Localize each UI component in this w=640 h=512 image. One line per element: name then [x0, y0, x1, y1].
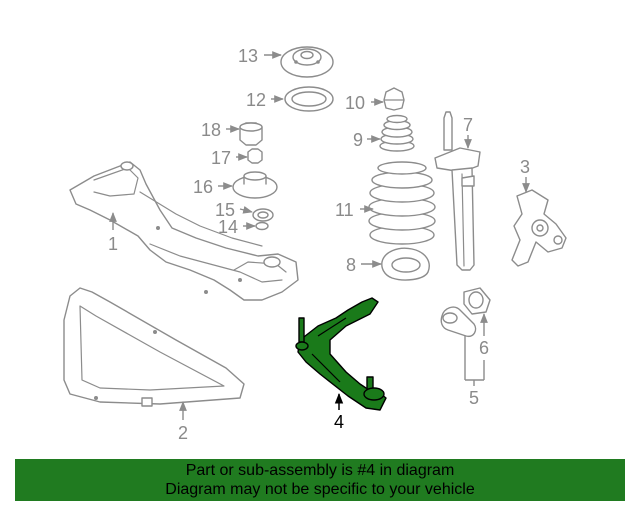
banner-line-2: Diagram may not be specific to your vehi…	[165, 481, 475, 498]
callout-13: 13	[238, 46, 258, 66]
callout-12: 12	[246, 90, 266, 110]
part-13-spring-seat	[280, 46, 334, 78]
part-7-strut	[434, 111, 481, 271]
part-4-control-arm	[295, 297, 387, 411]
callout-4: 4	[334, 412, 344, 432]
callout-2: 2	[178, 423, 188, 443]
part-18-mount	[239, 122, 263, 146]
part-9-dust-boot	[379, 114, 415, 152]
part-5-bushing-bracket	[440, 306, 477, 338]
part-15-bearing	[252, 208, 274, 222]
part-3-knuckle	[511, 189, 567, 267]
part-11-coil-spring	[368, 161, 436, 245]
part-8-spring-pad	[381, 247, 430, 281]
callout-14: 14	[218, 217, 238, 237]
callout-7: 7	[463, 115, 473, 135]
callout-15: 15	[215, 200, 235, 220]
info-banner: Part or sub-assembly is #4 in diagram Di…	[15, 459, 625, 501]
part-1-subframe	[69, 161, 299, 301]
callout-8: 8	[346, 255, 356, 275]
callout-9: 9	[353, 130, 363, 150]
callout-3: 3	[520, 157, 530, 177]
callout-5: 5	[469, 388, 479, 408]
parts-diagram: 13 12 18 17 16 15 14 10 9 11 8 7 3 1 2 4…	[63, 46, 567, 443]
callout-6: 6	[479, 338, 489, 358]
callout-18: 18	[201, 120, 221, 140]
callout-10: 10	[345, 93, 365, 113]
callout-labels: 13 12 18 17 16 15 14 10 9 11 8 7 3 1 2 4…	[108, 46, 530, 443]
banner-line-1: Part or sub-assembly is #4 in diagram	[185, 462, 455, 479]
leader-lines	[109, 51, 530, 420]
part-2-reinforcement	[63, 287, 245, 407]
callout-11: 11	[335, 200, 354, 220]
part-14-washer	[255, 221, 269, 231]
part-17-nut	[247, 148, 263, 164]
part-16-strut-mount	[232, 171, 278, 199]
part-12-spring-pad	[284, 86, 334, 112]
part-10-bump-stop	[383, 87, 405, 111]
callout-16: 16	[193, 177, 213, 197]
part-6-bushing	[463, 287, 491, 315]
callout-1: 1	[108, 234, 118, 254]
callout-17: 17	[211, 148, 231, 168]
